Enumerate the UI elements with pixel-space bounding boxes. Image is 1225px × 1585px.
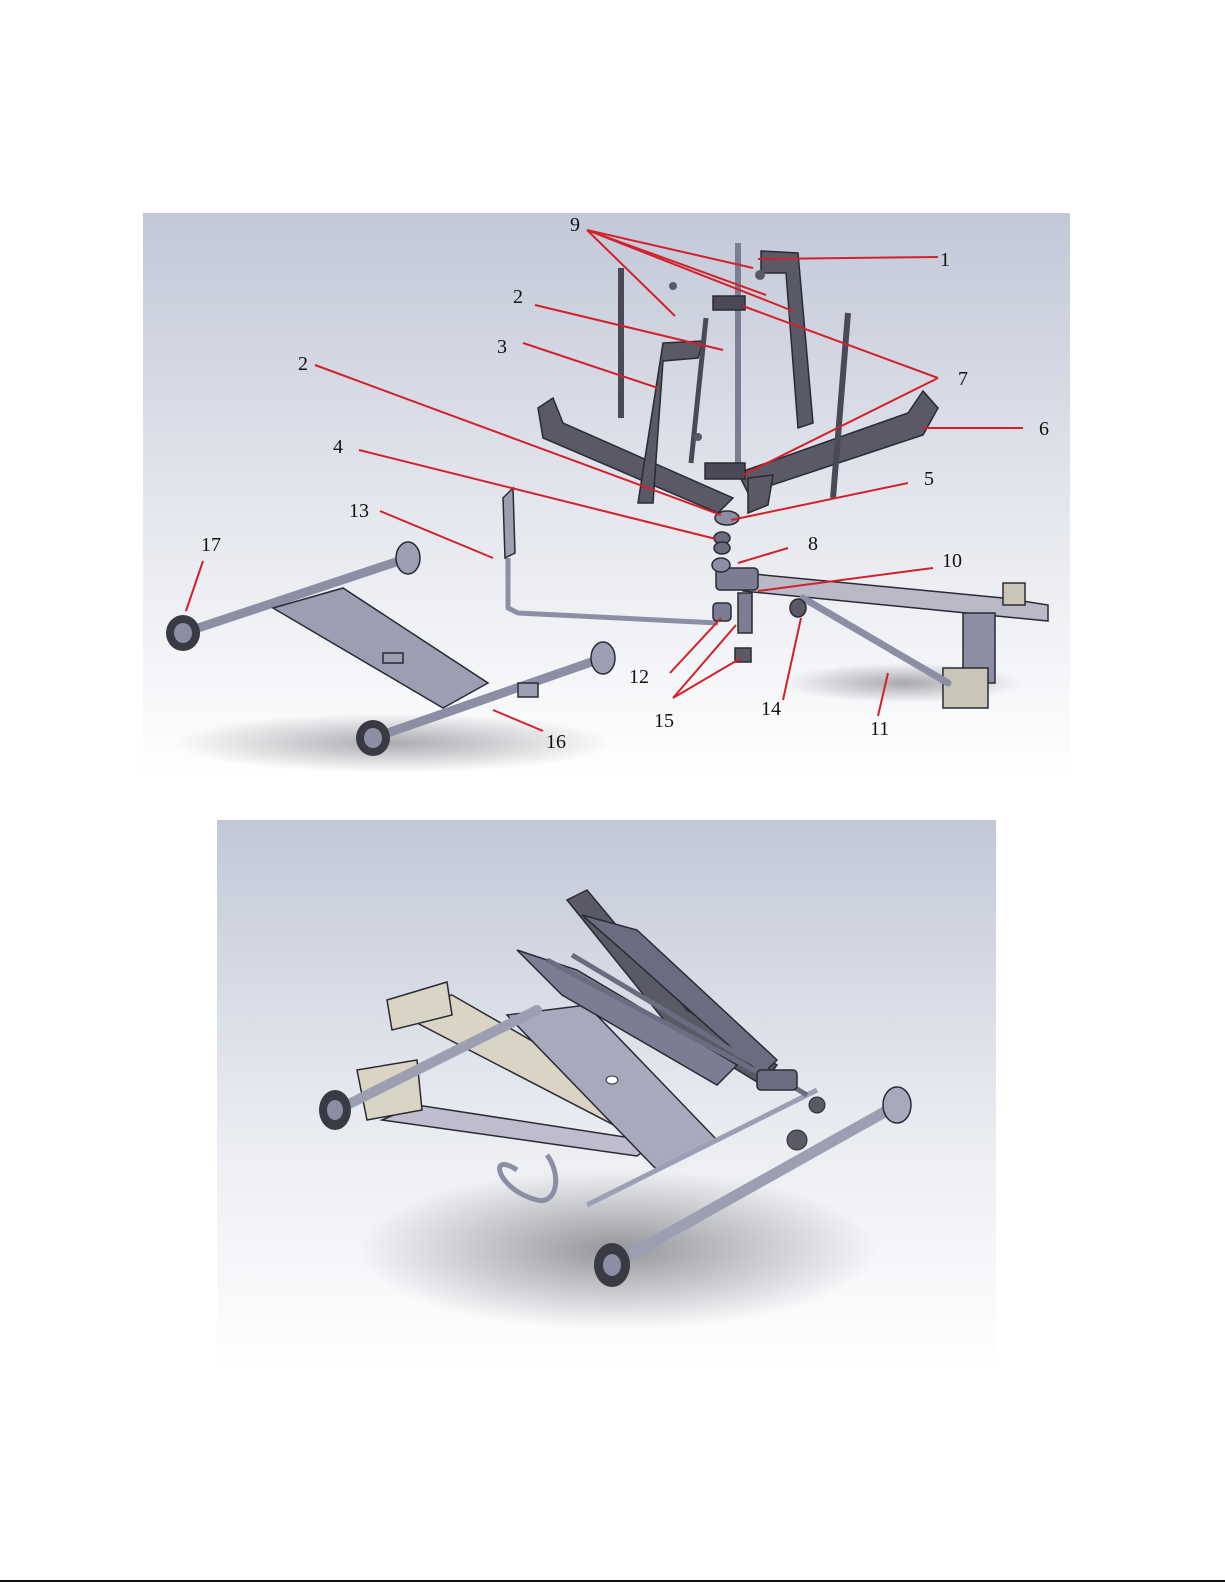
callout-10: 10 [942, 550, 962, 572]
page-bottom-rule [0, 1580, 1225, 1582]
callout-4: 4 [333, 436, 343, 458]
callout-2: 2 [513, 286, 523, 308]
callout-11: 11 [870, 718, 889, 740]
callout-7: 7 [958, 368, 968, 390]
exploded-view-drawing: 9 1 2 3 2 7 6 4 5 13 17 8 10 12 15 14 11… [143, 213, 1070, 778]
assembled-view-figure [217, 820, 996, 1372]
callout-14: 14 [761, 698, 781, 720]
callout-1: 1 [940, 249, 950, 271]
callout-8: 8 [808, 533, 818, 555]
callout-16: 16 [546, 731, 566, 753]
callout-15: 15 [654, 710, 674, 732]
callout-5: 5 [924, 468, 934, 490]
callout-12: 12 [629, 666, 649, 688]
callout-2: 2 [298, 353, 308, 375]
callout-9: 9 [570, 214, 580, 236]
exploded-view-figure: 9 1 2 3 2 7 6 4 5 13 17 8 10 12 15 14 11… [143, 213, 1070, 778]
callout-17: 17 [201, 534, 221, 556]
callout-13: 13 [349, 500, 369, 522]
assembled-view-drawing [217, 820, 996, 1372]
callout-6: 6 [1039, 418, 1049, 440]
callout-3: 3 [497, 336, 507, 358]
